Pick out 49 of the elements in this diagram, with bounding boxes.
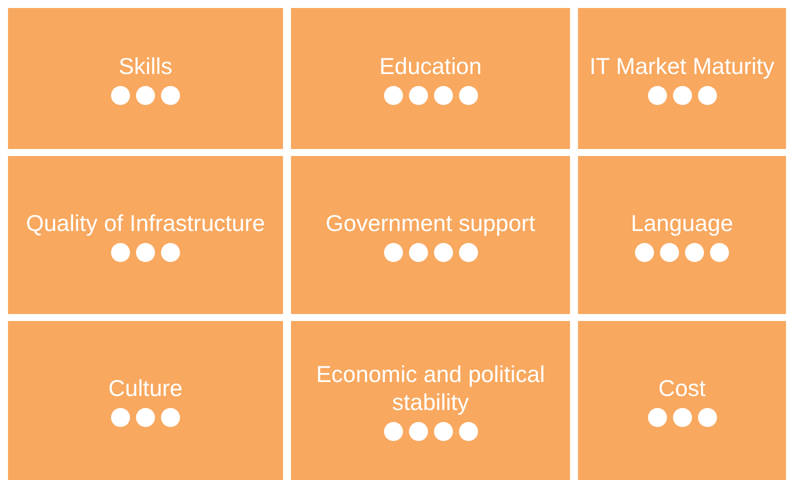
rating-dot [408, 86, 428, 105]
rating-dot [635, 242, 654, 262]
rating-dot [710, 242, 729, 262]
rating-dot [136, 242, 155, 262]
rating-dot [458, 86, 478, 105]
category-label: Culture [108, 374, 183, 402]
category-label: IT Market Maturity [590, 52, 774, 80]
category-tile [291, 321, 570, 480]
category-tile [578, 321, 786, 480]
rating-dot [434, 422, 452, 441]
rating-dot [161, 242, 180, 262]
category-tile [578, 156, 786, 314]
rating-dot [408, 242, 428, 262]
rating-dot [161, 408, 180, 427]
rating-dot [458, 242, 478, 262]
category-label: Education [379, 52, 482, 80]
rating-dot [672, 408, 692, 427]
rating-dot [698, 86, 716, 105]
category-label: Quality of Infrastructure [26, 208, 266, 236]
rating-dot [111, 242, 130, 262]
rating-dot [161, 86, 180, 105]
rating-dot [111, 86, 130, 105]
rating-dot [384, 422, 402, 441]
rating-dot [111, 408, 130, 427]
category-tile [8, 8, 283, 149]
rating-dot [648, 86, 666, 105]
rating-dot [660, 242, 679, 262]
rating-dot [648, 408, 666, 427]
rating-dot [136, 86, 155, 105]
category-tile [578, 8, 786, 149]
rating-dot [136, 408, 155, 427]
category-label: Government support [326, 208, 536, 236]
rating-dot [434, 242, 452, 262]
rating-dot [408, 422, 428, 441]
rating-dot [698, 408, 716, 427]
rating-dot [672, 86, 692, 105]
category-label: Skills [118, 52, 172, 80]
category-label: Cost [658, 374, 706, 402]
category-label: Economic and political stability [315, 360, 546, 416]
rating-dot [384, 86, 402, 105]
rating-dot [384, 242, 402, 262]
category-tile [291, 8, 570, 149]
category-tile [8, 321, 283, 480]
category-label: Language [630, 208, 734, 236]
rating-dot [434, 86, 452, 105]
rating-dot [685, 242, 704, 262]
category-tile [8, 156, 283, 314]
rating-dot [458, 422, 478, 441]
category-tile [291, 156, 570, 314]
